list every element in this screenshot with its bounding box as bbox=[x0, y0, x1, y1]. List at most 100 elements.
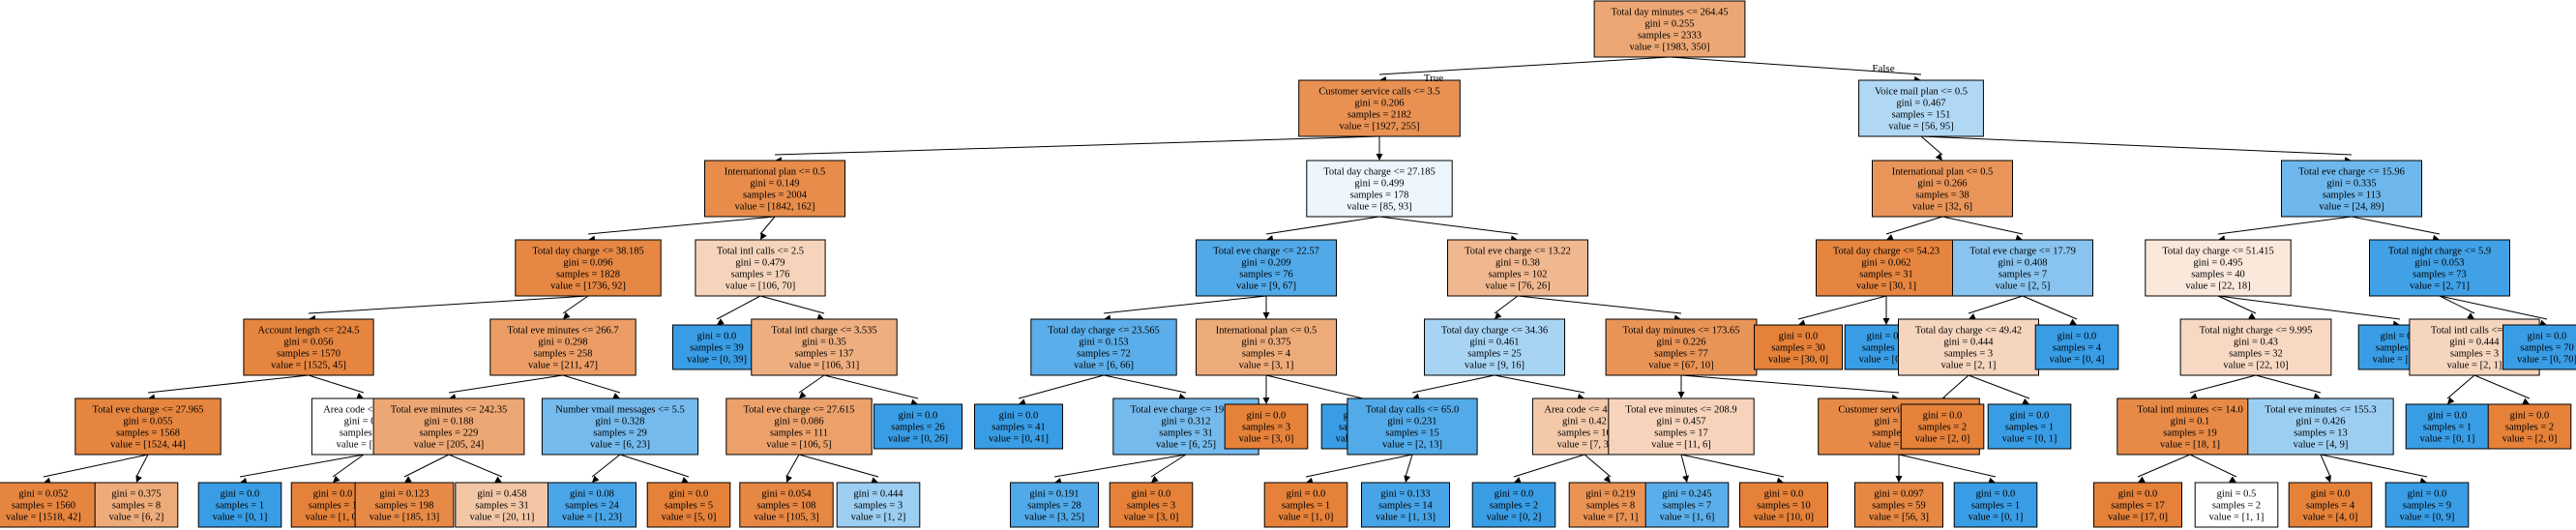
tree-node-line: value = [1525, 45] bbox=[271, 361, 346, 371]
tree-node-box bbox=[1953, 482, 2038, 528]
tree-node-line: samples = 1560 bbox=[12, 501, 75, 512]
tree-node-box bbox=[197, 482, 282, 528]
tree-node-line: gini = 0.0 bbox=[697, 332, 737, 342]
tree-node-line: gini = 0.408 bbox=[1998, 258, 2047, 269]
tree-node-box bbox=[725, 398, 873, 456]
tree-node-box bbox=[1263, 482, 1348, 528]
tree-node-box bbox=[455, 482, 549, 528]
tree-node-line: gini = 0.0 bbox=[2311, 489, 2351, 500]
tree-node-box bbox=[1816, 239, 1957, 297]
tree-node-box bbox=[74, 398, 222, 456]
tree-node-line: value = [11, 6] bbox=[1651, 440, 1711, 451]
tree-node-line: samples = 176 bbox=[731, 270, 790, 280]
tree-node-line: samples = 5 bbox=[665, 501, 713, 512]
tree-node-line: value = [56, 3] bbox=[1869, 513, 1929, 523]
tree-node-line: gini = 0.149 bbox=[750, 179, 799, 190]
tree-edge bbox=[1669, 56, 1922, 75]
tree-node-line: gini = 0.499 bbox=[1354, 179, 1404, 190]
tree-node-line: gini = 0.457 bbox=[1656, 417, 1705, 427]
tree-node-line: Customer service calls <= 3.5 bbox=[1318, 87, 1439, 98]
tree-node-line: gini = 0.495 bbox=[2193, 258, 2242, 269]
tree-node-line: samples = 4 bbox=[1242, 349, 1291, 360]
tree-edge-arrowhead bbox=[871, 477, 878, 484]
tree-node-box bbox=[489, 318, 637, 376]
tree-node-line: gini = 0.467 bbox=[1896, 99, 1945, 109]
tree-node-box bbox=[94, 482, 179, 528]
tree-node-line: value = [85, 93] bbox=[1347, 202, 1411, 213]
tree-node-box bbox=[541, 398, 699, 456]
tree-node-line: gini = 0.0 bbox=[2408, 489, 2447, 500]
tree-edge-arrowhead bbox=[1798, 319, 1806, 327]
tree-node-line: value = [22, 10] bbox=[2223, 361, 2288, 371]
tree-node-line: gini = 0.0 bbox=[999, 411, 1039, 422]
tree-node-line: gini = 0.266 bbox=[1917, 179, 1967, 190]
tree-node-line: value = [30, 0] bbox=[1768, 355, 1828, 366]
tree-node-line: value = [18, 1] bbox=[2160, 440, 2220, 451]
tree-node-line: samples = 10 bbox=[1757, 501, 1811, 512]
tree-node-line: samples = 31 bbox=[1159, 428, 1213, 439]
tree-node-box bbox=[1109, 482, 1194, 528]
tree-edge bbox=[1968, 295, 2024, 314]
tree-node-line: gini = 0.191 bbox=[1029, 489, 1079, 500]
tree-edge bbox=[308, 295, 589, 314]
tree-node-box bbox=[873, 403, 962, 450]
tree-node-line: samples = 10 bbox=[1557, 428, 1612, 439]
tree-node-line: gini = 0.0 bbox=[899, 411, 938, 422]
tree-edge bbox=[1103, 295, 1267, 314]
tree-edge bbox=[1494, 295, 1519, 314]
tree-node-box bbox=[2405, 403, 2490, 450]
tree-node-box bbox=[1754, 324, 1843, 370]
tree-node-line: gini = 0.0 bbox=[2528, 332, 2567, 342]
tree-node-box bbox=[1447, 239, 1588, 297]
tree-node-line: samples = 14 bbox=[1378, 501, 1433, 512]
tree-edge-arrowhead bbox=[2138, 476, 2146, 483]
tree-edge bbox=[2189, 374, 2257, 394]
tree-edge bbox=[2351, 216, 2441, 235]
tree-node-line: samples = 13 bbox=[2294, 428, 2348, 439]
tree-node-line: samples = 73 bbox=[2413, 270, 2467, 280]
tree-node-line: value = [9, 16] bbox=[1465, 361, 1525, 371]
tree-node-line: gini = 0.0 bbox=[2058, 332, 2097, 342]
tree-node-box bbox=[646, 482, 731, 528]
tree-edge-arrowhead bbox=[356, 393, 364, 399]
tree-edge-arrowhead bbox=[333, 475, 341, 483]
tree-node-line: samples = 30 bbox=[1771, 343, 1825, 354]
tree-node-line: gini = 0.124 bbox=[1874, 417, 1924, 427]
tree-node-line: value = [76, 26] bbox=[1485, 281, 1550, 292]
tree-node-line: gini = 0.0 bbox=[669, 489, 709, 500]
tree-node-box bbox=[1424, 318, 1565, 376]
tree-node-box bbox=[354, 482, 455, 528]
tree-node-line: Total intl charge <= 3.535 bbox=[771, 326, 876, 337]
tree-node-line: value = [56, 4] bbox=[1869, 440, 1929, 451]
tree-node-line: value = [32, 6] bbox=[1912, 202, 1972, 213]
tree-node-line: value = [1, 1] bbox=[337, 440, 392, 451]
tree-node-line: value = [2, 0] bbox=[2502, 434, 2558, 445]
tree-edge-arrowhead bbox=[1151, 475, 1159, 483]
tree-node-line: samples = 1828 bbox=[556, 270, 620, 280]
tree-node-line: International plan <= 0.5 bbox=[725, 167, 826, 178]
tree-node-line: value = [3, 0] bbox=[1124, 513, 1179, 523]
tree-node-line: gini = 0.188 bbox=[424, 417, 473, 427]
tree-edge bbox=[1265, 374, 1364, 399]
tree-edge bbox=[2217, 295, 2401, 320]
tree-node-line: Total day charge <= 51.415 bbox=[2162, 247, 2274, 257]
tree-node-line: gini = 0.086 bbox=[774, 417, 823, 427]
tree-node-line: value = [0, 1] bbox=[2420, 434, 2475, 445]
tree-node-line: samples = 4 bbox=[2053, 343, 2102, 354]
tree-node-line: samples = 3 bbox=[854, 501, 903, 512]
tree-node-line: Total eve charge <= 13.22 bbox=[1465, 247, 1571, 257]
tree-edge bbox=[239, 454, 365, 478]
tree-edge bbox=[1680, 374, 1900, 394]
tree-node-line: samples = 17 bbox=[1654, 428, 1708, 439]
